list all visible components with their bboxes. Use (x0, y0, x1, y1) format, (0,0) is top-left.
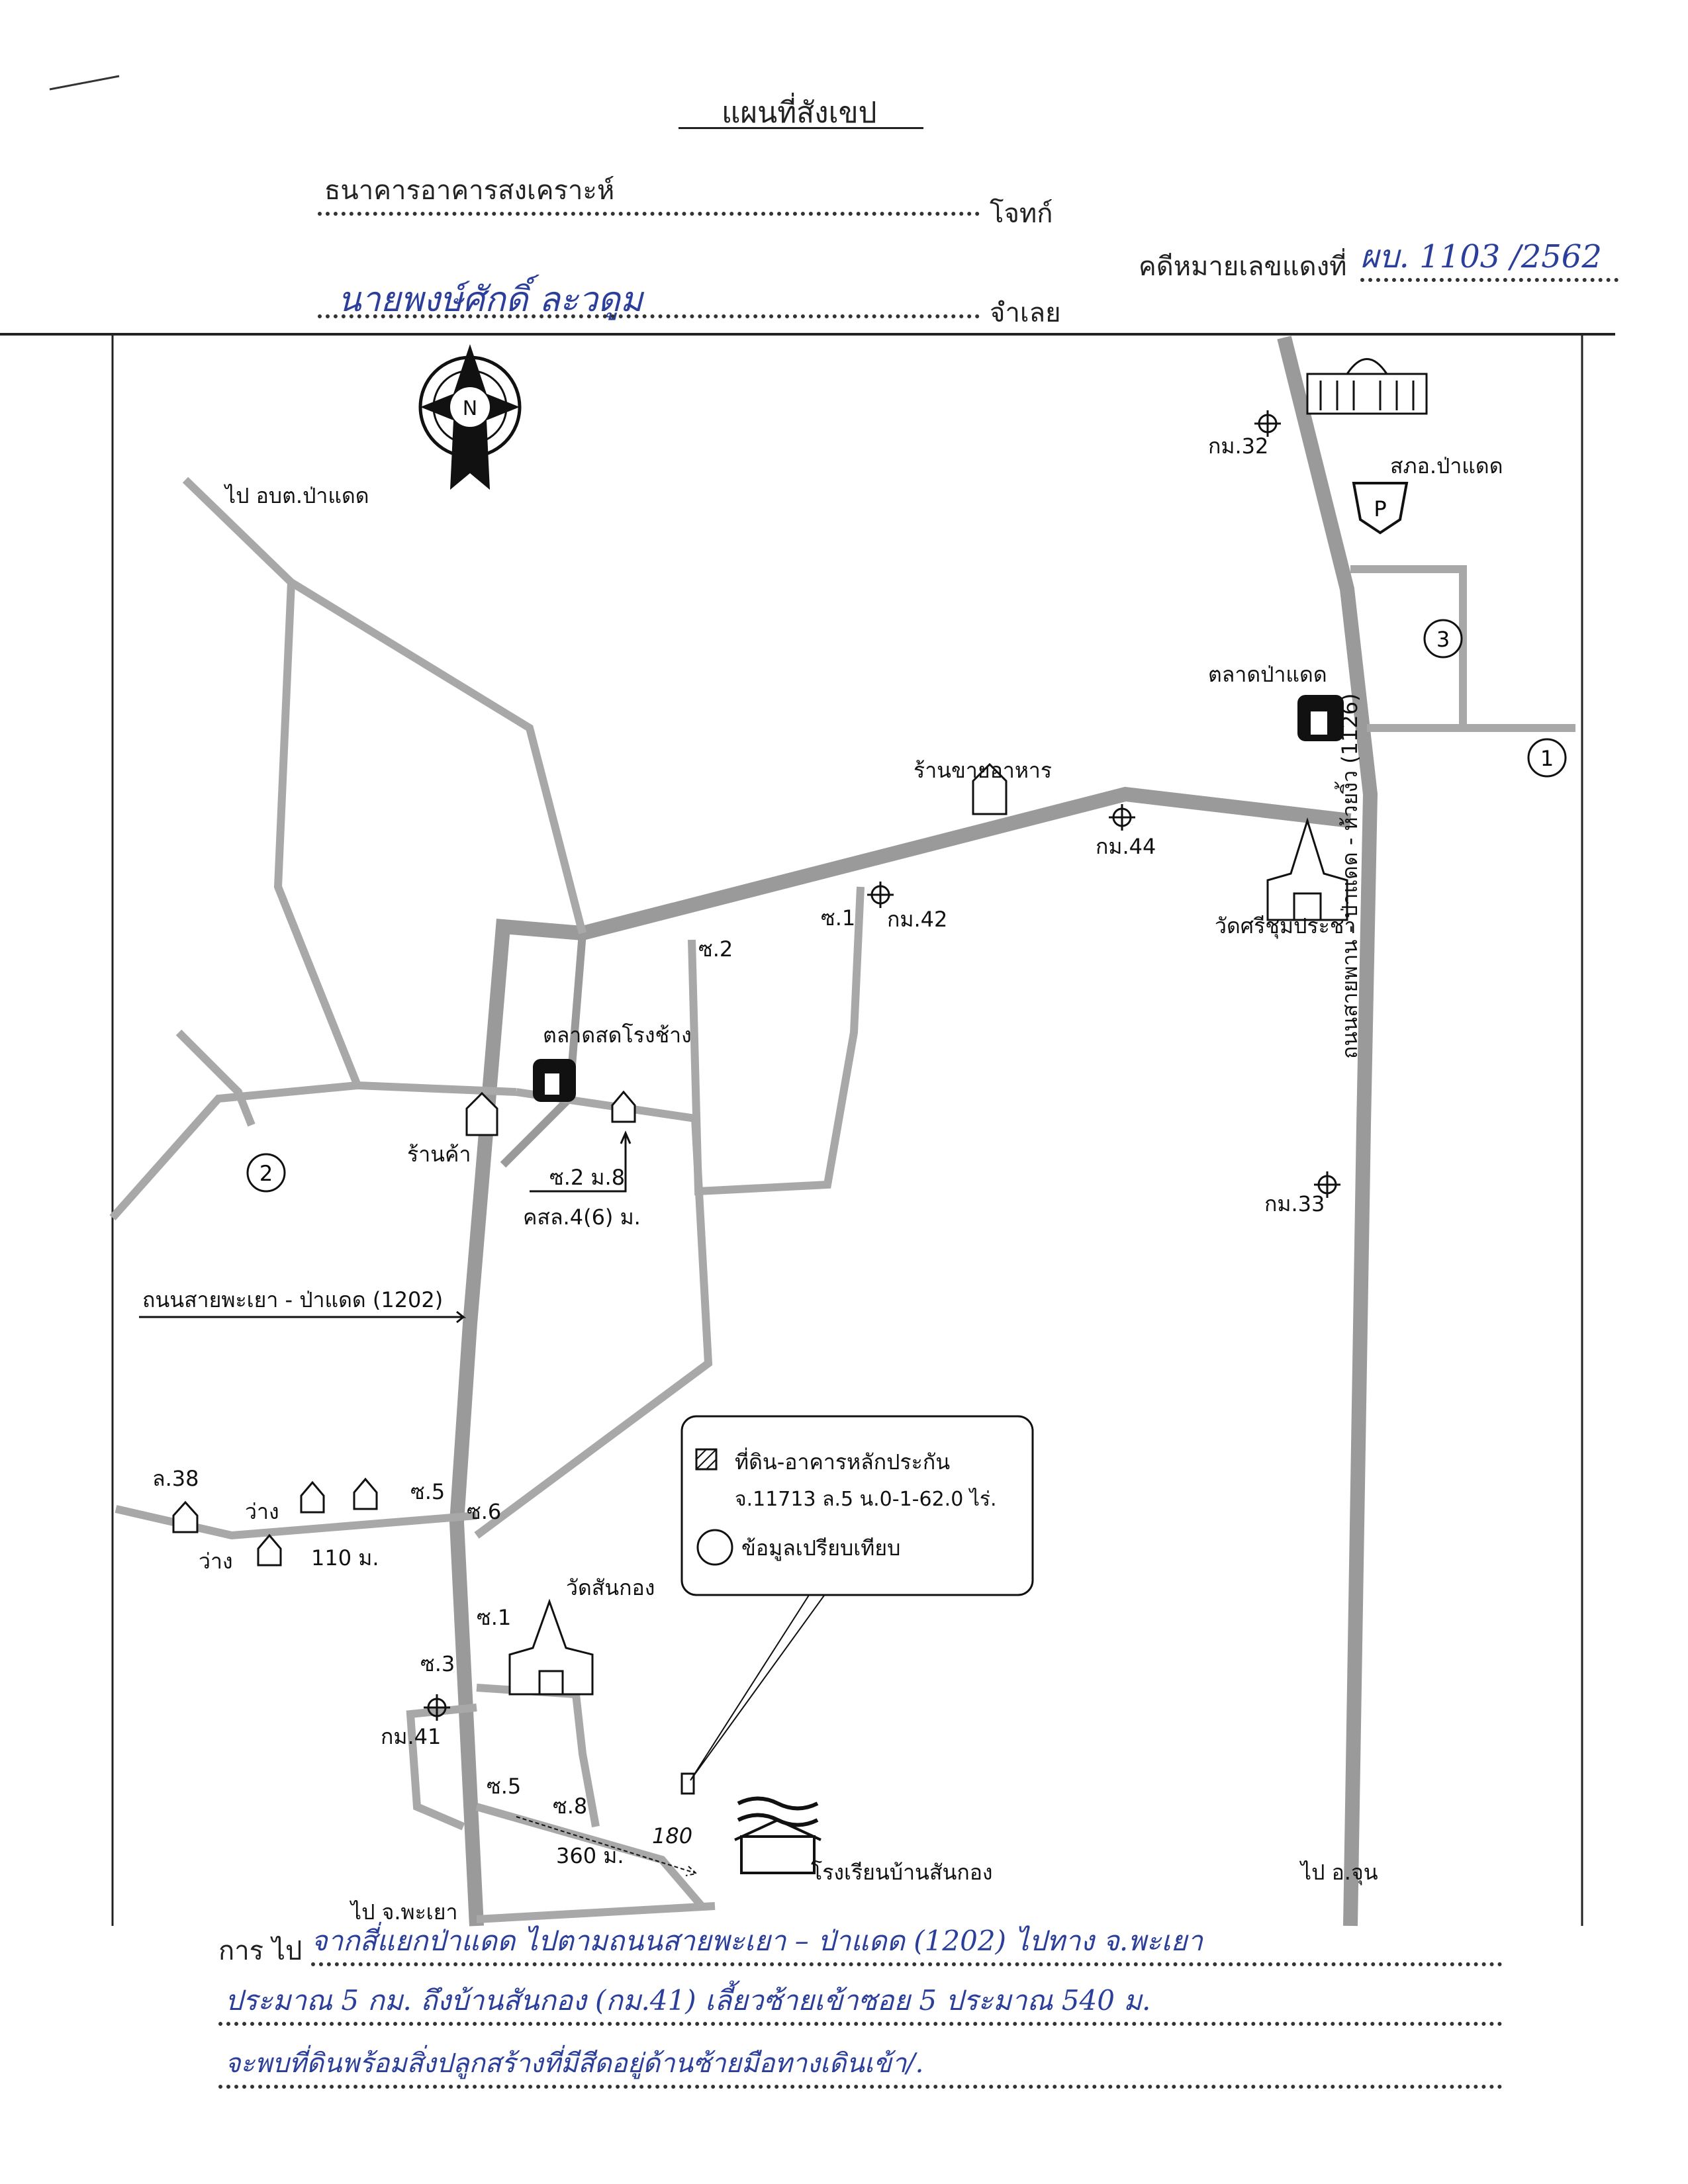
directions-line-1: จากสี่แยกป่าแดด ไปตามถนนสายพะเยา – ป่าแด… (311, 1925, 1203, 1957)
km42-marker-icon (867, 882, 894, 908)
label-road-1202: ถนนสายพะเยา - ป่าแดด (1202) (142, 1287, 443, 1312)
label-soi5: ซ.5 (410, 1479, 445, 1504)
label-km42: กม.42 (887, 907, 947, 932)
label-m360: 360 ม. (556, 1843, 624, 1868)
label-soi5-bottom: ซ.5 (487, 1774, 521, 1799)
label-soi2-top: ซ.2 (698, 936, 733, 962)
km44-marker-icon (1109, 804, 1135, 831)
collateral-plot-icon (680, 1772, 695, 1795)
directions-prefix: การ ไป (218, 1936, 303, 1966)
label-soi2-m8: ซ.2 ม.8 (549, 1165, 625, 1190)
label-market-padaet: ตลาดป่าแดด (1208, 662, 1327, 687)
government-building-icon (1306, 358, 1428, 415)
label-soi1-top: ซ.1 (821, 905, 855, 931)
label-food-shop: ร้านขายอาหาร (914, 758, 1052, 783)
plaintiff-name: ธนาคารอาคารสงเคราะห์ (324, 175, 615, 206)
defendant-role: จำเลย (990, 298, 1061, 328)
map-area: N P 1 2 3 (0, 333, 1615, 1927)
directions-dotted-line-1 (311, 1962, 1503, 1966)
label-shop: ร้านค้า (407, 1142, 471, 1167)
title-underline (679, 127, 923, 129)
label-180: 180 (652, 1823, 692, 1848)
marker-3: 3 (1436, 627, 1450, 652)
page-title: แผนที่สังเขป (722, 96, 877, 130)
km32-marker-icon (1254, 410, 1281, 437)
directions-line-3: จะพบที่ดินพร้อมสิ่งปลูกสร้างที่มีสีดอยู่… (225, 2048, 924, 2079)
label-l38: ล.38 (152, 1466, 199, 1491)
label-sapko: สภอ.ป่าแดด (1390, 453, 1503, 478)
school-icon (734, 1796, 821, 1874)
directions-line-2: ประมาณ 5 กม. ถึงบ้านสันกอง (กม.41) เลี้ย… (225, 1984, 1151, 2017)
defendant-name: นายพงษ์ศักดิ์ ละวดูม (338, 280, 643, 320)
label-to-chun: ไป อ.จุน (1299, 1860, 1378, 1886)
defendant-dotted-line (318, 314, 980, 318)
directions-dotted-line-3 (218, 2085, 1503, 2089)
north-label: N (463, 397, 477, 420)
north-arrow-icon: N (418, 344, 522, 490)
legend-deed-label: จ.11713 ล.5 น.0-1-62.0 ไร่. (735, 1487, 997, 1511)
police-station-icon: P (1352, 482, 1409, 535)
case-dotted-line (1360, 278, 1618, 282)
label-km44: กม.44 (1096, 834, 1156, 859)
label-obt: ไป อบต.ป่าแดด (223, 483, 369, 508)
label-fresh-market: ตลาดสดโรงช้าง (543, 1023, 692, 1048)
legend-box (680, 1415, 1034, 1596)
label-m110: 110 ม. (311, 1545, 379, 1570)
label-km41: กม.41 (381, 1724, 441, 1749)
marker-1: 1 (1540, 746, 1554, 771)
house-icon (172, 1500, 199, 1533)
food-shop-icon (972, 762, 1008, 815)
label-wat-srichum: วัดศรีชุมประชา (1215, 913, 1356, 939)
fresh-market-icon (533, 1059, 576, 1102)
label-km32: กม.32 (1208, 433, 1268, 459)
label-soi1-bottom: ซ.1 (477, 1605, 511, 1630)
label-km33: กม.33 (1264, 1191, 1325, 1216)
km41-marker-icon (424, 1694, 450, 1721)
label-soi6: ซ.6 (467, 1499, 501, 1524)
market-padaet-icon (1297, 695, 1344, 741)
marker-2: 2 (259, 1161, 273, 1186)
legend-collateral-label: ที่ดิน-อาคารหลักประกัน (735, 1447, 950, 1475)
case-label: คดีหมายเลขแดงที่ (1139, 251, 1347, 282)
km33-marker-icon (1314, 1171, 1340, 1198)
svg-text:P: P (1374, 496, 1386, 522)
label-wang2: ว่าง (199, 1549, 233, 1574)
house-icon (257, 1533, 282, 1567)
plaintiff-dotted-line (318, 212, 980, 216)
legend-comparison-label: ข้อมูลเปรียบเทียบ (741, 1535, 900, 1561)
house-icon (353, 1477, 378, 1510)
case-number: ผบ. 1103 /2562 (1360, 238, 1602, 275)
stray-pen-mark (46, 73, 126, 93)
label-wat-sankong: วัดสันกอง (566, 1575, 655, 1600)
label-soi8: ซ.8 (553, 1794, 587, 1819)
directions-dotted-line-2 (218, 2022, 1503, 2026)
label-kasl: คสล.4(6) ม. (523, 1205, 641, 1230)
wat-srichum-temple-icon (1266, 817, 1348, 921)
plaintiff-role: โจทก์ (990, 199, 1053, 229)
wat-sankong-temple-icon (508, 1598, 594, 1696)
label-road-1126: ถนนสายพาน - ป่าแดด - ห้วยงิ้ว (1126) (1335, 693, 1362, 1059)
shop-icon (465, 1091, 498, 1136)
label-school: โรงเรียนบ้านสันกอง (811, 1860, 993, 1885)
house-icon (611, 1090, 636, 1123)
label-soi3: ซ.3 (420, 1651, 455, 1676)
label-to-phayao: ไป จ.พะเยา (349, 1899, 457, 1925)
house-icon (300, 1480, 325, 1514)
label-wang1: ว่าง (245, 1499, 279, 1524)
